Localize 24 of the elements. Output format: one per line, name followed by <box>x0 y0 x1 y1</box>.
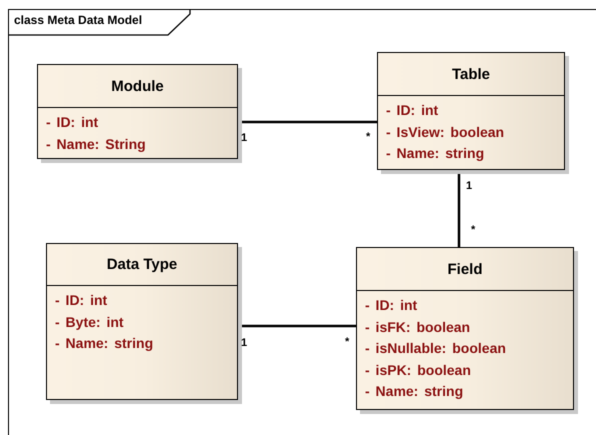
attribute-text: - Name: string <box>386 144 486 163</box>
attribute-text: - Name: String <box>46 134 147 154</box>
multiplicity-label: * <box>471 224 476 236</box>
attribute-text: - ID: int <box>386 101 440 120</box>
multiplicity-label: * <box>366 131 370 143</box>
attribute-text: - isNullable: boolean <box>365 339 507 358</box>
multiplicity-label: 1 <box>241 337 248 349</box>
class-name: Field <box>447 260 482 278</box>
class-name: Module <box>111 78 164 94</box>
attribute-text: - ID: int <box>365 296 418 315</box>
attribute-text: - Name: string <box>55 334 154 353</box>
frame-title: class Meta Data Model <box>14 13 142 27</box>
multiplicity-label: * <box>345 336 350 348</box>
class-name: Data Type <box>106 256 178 273</box>
multiplicity-label: 1 <box>466 180 472 192</box>
attribute-text: - ID: int <box>46 113 100 132</box>
attribute-text: - IsView: boolean <box>386 122 506 142</box>
attribute-text: - isPK: boolean <box>365 360 472 380</box>
attribute-text: - Byte: int <box>55 312 125 332</box>
multiplicity-label: 1 <box>241 132 248 144</box>
attribute-text: - ID: int <box>55 291 108 310</box>
class-name: Table <box>452 66 490 82</box>
attribute-text: - Name: string <box>365 382 464 401</box>
attribute-text: - isFK: boolean <box>365 318 472 336</box>
